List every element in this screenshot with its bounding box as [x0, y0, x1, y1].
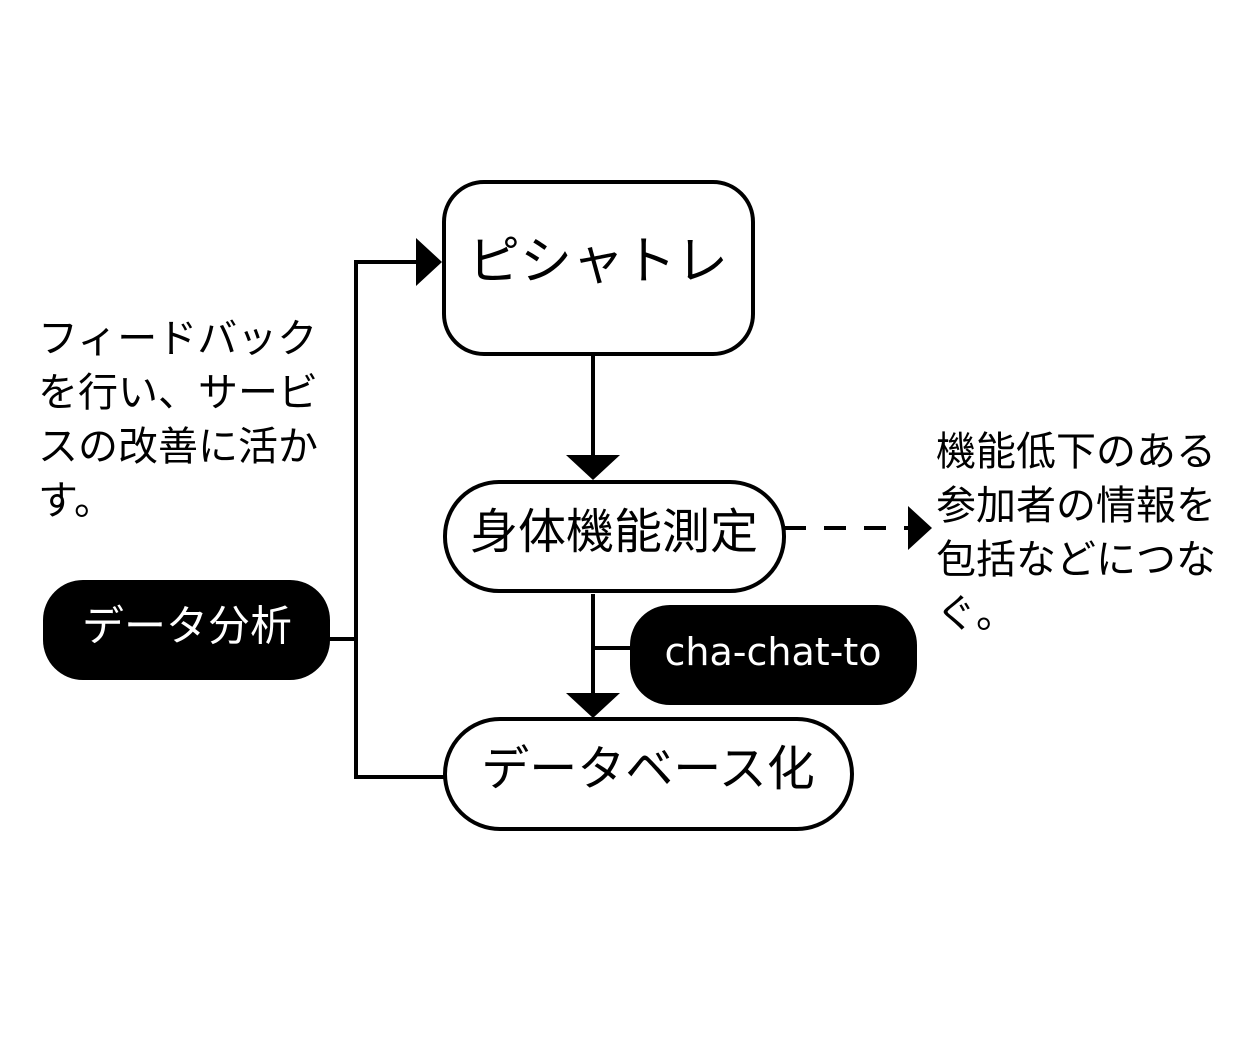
note-referral: 機能低下のある 参加者の情報を 包括などにつな ぐ。 — [936, 429, 1216, 637]
node-database-label: データベース化 — [481, 741, 815, 797]
arrowhead-right-pishatore — [416, 238, 442, 286]
node-database[interactable]: データベース化 — [443, 717, 854, 831]
node-pishatore-label: ピシャトレ — [468, 232, 728, 292]
node-measurement[interactable]: 身体機能測定 — [443, 480, 786, 593]
tag-data-analysis[interactable]: データ分析 — [43, 580, 330, 680]
connectors — [328, 260, 910, 779]
node-database-box — [443, 717, 854, 831]
tag-cha-chat-to-label: cha-chat-to — [665, 630, 882, 674]
tag-cha-chat-to[interactable]: cha-chat-to — [630, 605, 917, 705]
tag-data-analysis-label: データ分析 — [82, 602, 292, 651]
node-pishatore[interactable]: ピシャトレ — [442, 180, 755, 356]
arrowhead-down-database — [566, 693, 620, 718]
tag-cha-chat-to-box — [630, 605, 917, 705]
tag-data-analysis-box — [43, 580, 330, 680]
node-measurement-box — [443, 480, 786, 593]
arrowhead-right-referral — [908, 506, 932, 550]
feedback-loop-line — [354, 260, 445, 779]
arrowheads — [416, 238, 932, 718]
node-measurement-label: 身体機能測定 — [470, 504, 758, 560]
arrowhead-down-measurement — [566, 455, 620, 480]
node-pishatore-box — [442, 180, 755, 356]
note-feedback: フィードバック を行い、サービ スの改善に活か す。 — [38, 316, 318, 524]
